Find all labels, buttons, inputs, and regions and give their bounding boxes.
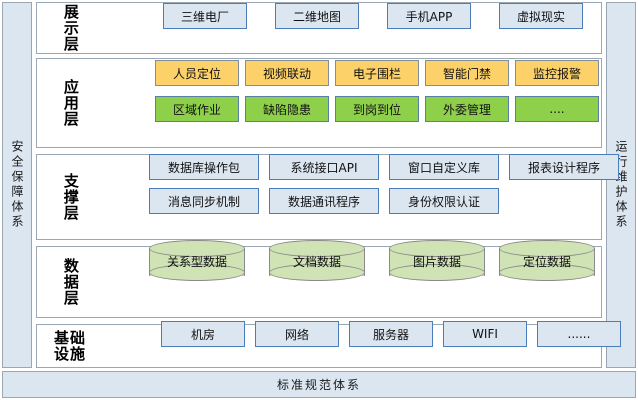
node-box[interactable]: 缺陷隐患: [245, 96, 329, 122]
node-box[interactable]: 系统接口API: [269, 154, 379, 180]
cylinder-top: [149, 240, 245, 257]
node-box[interactable]: 外委管理: [425, 96, 509, 122]
node-box[interactable]: 身份权限认证: [389, 188, 499, 214]
node-box[interactable]: 视频联动: [245, 60, 329, 86]
cylinder-bottom: [149, 264, 245, 281]
cylinder-top: [499, 240, 595, 257]
layer-label-text-support: 支撑层: [61, 173, 80, 221]
cylinder-label: 关系型数据: [166, 254, 227, 269]
cylinder-bottom: [389, 264, 485, 281]
node-box[interactable]: 机房: [161, 321, 245, 347]
node-box[interactable]: ....: [515, 96, 599, 122]
cylinder-top: [389, 240, 485, 257]
layer-panel-presentation: 展示层 三维电厂 二维地图 手机APP 虚拟现实: [36, 2, 602, 54]
bottom-bar-standards-system: 标准规范体系: [2, 371, 636, 398]
node-box[interactable]: ......: [537, 321, 621, 347]
layer-label-text-data: 数据层: [61, 258, 80, 306]
data-store-cylinder[interactable]: 关系型数据: [149, 240, 245, 282]
layer-label-data: 数据层: [45, 247, 95, 317]
layer-label-support: 支撑层: [45, 155, 95, 239]
cylinder-bottom: [269, 264, 365, 281]
node-box[interactable]: 数据库操作包: [149, 154, 259, 180]
left-pillar-security-system: 安全保障体系: [2, 2, 32, 368]
node-box[interactable]: 网络: [255, 321, 339, 347]
node-box[interactable]: 区域作业: [155, 96, 239, 122]
right-pillar-operations-system: 运行维护体系: [606, 2, 636, 368]
cylinder-bottom: [499, 264, 595, 281]
node-box[interactable]: 手机APP: [387, 3, 471, 29]
layer-label-text-infrastructure: 基础设施: [53, 328, 86, 363]
layer-panel-infrastructure: 基础设施 机房网络服务器 WIFI......: [36, 321, 621, 368]
data-store-cylinder[interactable]: 文档数据: [269, 240, 365, 282]
data-store-cylinder[interactable]: 图片数据: [389, 240, 485, 282]
node-box[interactable]: 消息同步机制: [149, 188, 259, 214]
layer-label-infrastructure: 基础设施: [45, 325, 95, 367]
cylinder-label: 定位数据: [522, 254, 571, 269]
node-box[interactable]: 到岗到位: [335, 96, 419, 122]
node-box[interactable]: 人员定位: [155, 60, 239, 86]
cylinder-top: [269, 240, 365, 257]
node-box[interactable]: 二维地图: [275, 3, 359, 29]
layer-panel-data: 数据层 关系型数据 文档数据 图片数据 定位数据: [36, 240, 602, 318]
node-box[interactable]: 数据通讯程序: [269, 188, 379, 214]
node-box[interactable]: 虚拟现实: [499, 3, 583, 29]
node-box[interactable]: 智能门禁: [425, 60, 509, 86]
layer-label-presentation: 展示层: [45, 3, 95, 53]
node-box[interactable]: 电子围栏: [335, 60, 419, 86]
layer-label-text-application: 应用层: [61, 79, 80, 127]
node-box[interactable]: 三维电厂: [163, 3, 247, 29]
layer-panel-application: 应用层 人员定位视频联动电子围栏智能门禁监控报警区域作业缺陷隐患到岗到位外委管理.…: [36, 58, 602, 148]
layer-label-application: 应用层: [45, 59, 95, 147]
cylinder-label: 文档数据: [292, 254, 341, 269]
data-store-cylinder[interactable]: 定位数据: [499, 240, 595, 282]
node-box[interactable]: WIFI: [443, 321, 527, 347]
node-box[interactable]: 监控报警: [515, 60, 599, 86]
bottom-bar-label: 标准规范体系: [276, 378, 361, 392]
layer-label-text-presentation: 展示层: [61, 4, 80, 52]
layer-panel-support: 支撑层 数据库操作包系统接口API 窗口自定义库报表设计程序消息同步机制数据通讯程序…: [36, 154, 619, 240]
node-box[interactable]: 报表设计程序: [509, 154, 619, 180]
node-box[interactable]: 窗口自定义库: [389, 154, 499, 180]
cylinder-label: 图片数据: [412, 254, 461, 269]
left-pillar-label: 安全保障体系: [10, 140, 24, 230]
node-box[interactable]: 服务器: [349, 321, 433, 347]
